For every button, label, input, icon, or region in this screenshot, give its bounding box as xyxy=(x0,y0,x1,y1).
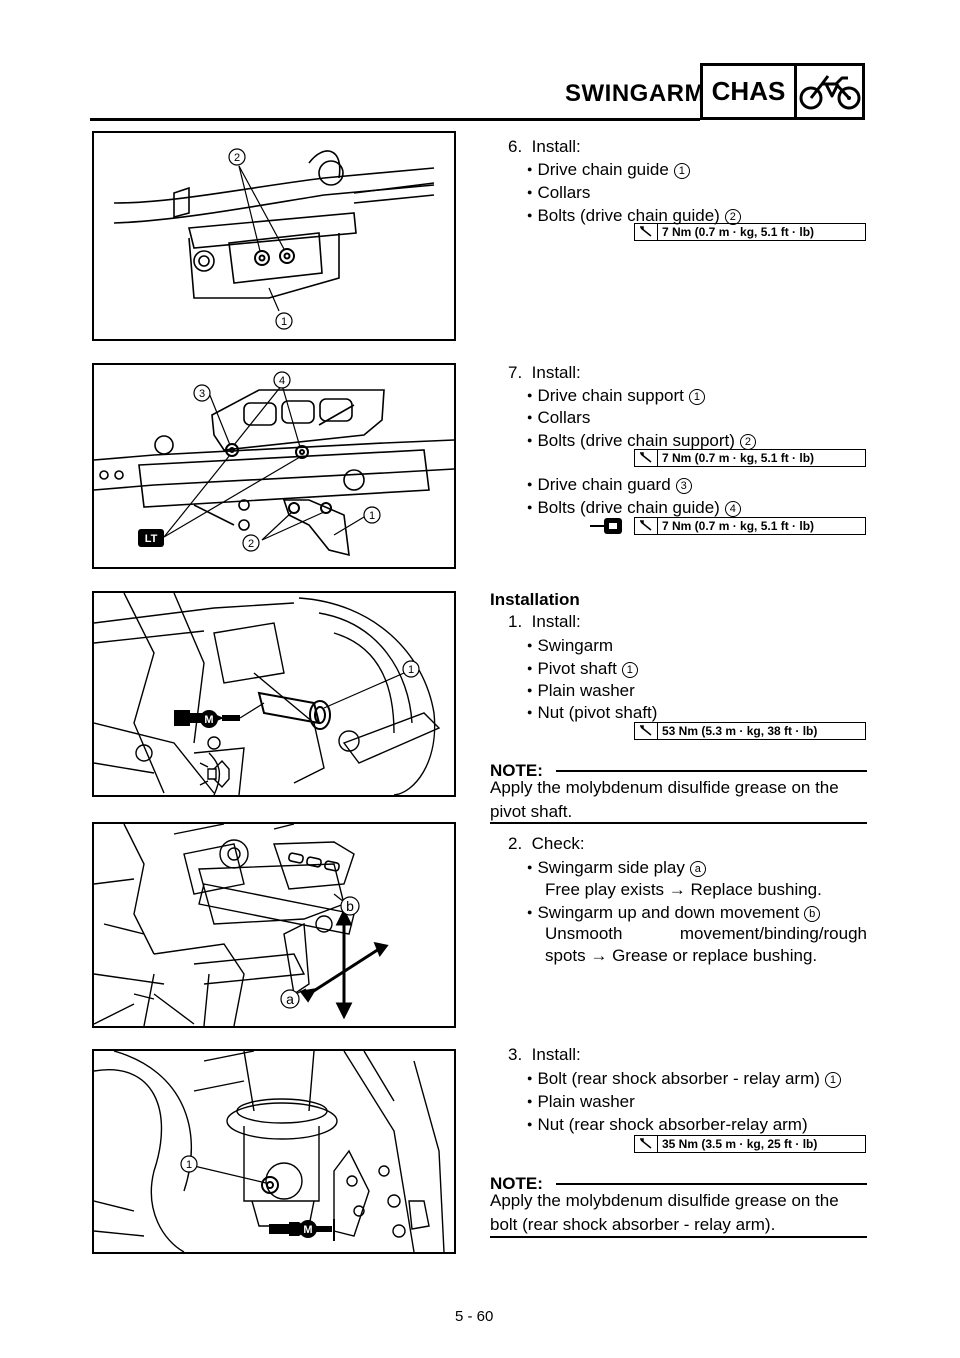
header-rule xyxy=(90,118,700,121)
figure-drive-chain-guide: 2 1 xyxy=(92,131,456,341)
torque-spec: 7 Nm (0.7 m · kg, 5.1 ft · lb) xyxy=(634,223,866,241)
note-text: Apply the molybdenum disulfide grease on… xyxy=(490,1191,839,1234)
note-text: Apply the molybdenum disulfide grease on… xyxy=(490,778,839,821)
wrench-icon xyxy=(635,723,658,739)
chapter-label: CHAS xyxy=(703,66,797,117)
callout-1: 1 xyxy=(369,510,375,522)
step-6-item: Collars xyxy=(527,180,590,205)
ref-marker: 2 xyxy=(739,434,756,450)
install-step-1-item: Nut (pivot shaft) xyxy=(527,700,657,725)
ref-marker: 1 xyxy=(621,662,638,678)
ref-marker: 1 xyxy=(688,389,705,405)
ref-marker: 1 xyxy=(673,163,690,179)
note-end-rule xyxy=(490,1236,867,1238)
step-6-heading: 6. Install: xyxy=(508,137,581,156)
install-step-3-item: Plain washer xyxy=(527,1089,634,1114)
callout-1: 1 xyxy=(186,1159,192,1171)
locktite-icon xyxy=(590,515,626,542)
torque-spec: 7 Nm (0.7 m · kg, 5.1 ft · lb) xyxy=(634,517,866,535)
install-step-3-item: Bolt (rear shock absorber - relay arm)1 xyxy=(527,1066,841,1091)
callout-2: 2 xyxy=(248,538,254,550)
install-step-1-heading: 1. Install: xyxy=(508,612,581,631)
check-result: Unsmooth movement/binding/rough xyxy=(545,924,867,943)
figure-pivot-shaft: 1 M xyxy=(92,591,456,797)
note-title: NOTE: xyxy=(490,761,543,780)
torque-spec: 53 Nm (5.3 m · kg, 38 ft · lb) xyxy=(634,722,866,740)
torque-spec: 7 Nm (0.7 m · kg, 5.1 ft · lb) xyxy=(634,449,866,467)
callout-1: 1 xyxy=(281,316,287,328)
step-7-item: Collars xyxy=(527,405,590,430)
callout-2: 2 xyxy=(234,152,240,164)
wrench-icon xyxy=(635,518,658,534)
install-step-2-heading: 2. Check: xyxy=(508,834,585,853)
callout-a: a xyxy=(286,991,294,1007)
grease-icon: M xyxy=(204,714,213,726)
figure-rear-shock-bolt: 1 M xyxy=(92,1049,456,1254)
check-result: spots → Grease or replace bushing. xyxy=(545,946,818,965)
note-end-rule xyxy=(490,822,867,824)
ref-marker: 1 xyxy=(824,1072,841,1088)
locktite-icon: LT xyxy=(145,533,158,545)
figure-swingarm-check: b a xyxy=(92,822,456,1028)
callout-1: 1 xyxy=(408,664,414,676)
callout-3: 3 xyxy=(199,388,205,400)
wrench-icon xyxy=(635,450,658,466)
page-number: 5 - 60 xyxy=(455,1308,494,1325)
ref-marker: 4 xyxy=(724,501,741,517)
ref-marker: 3 xyxy=(675,478,692,494)
step-6-item: Bolts (drive chain guide)2 xyxy=(527,203,741,228)
section-title: SWINGARM xyxy=(565,80,705,107)
callout-4: 4 xyxy=(279,375,285,387)
wrench-icon xyxy=(635,1136,658,1152)
step-7-item: Bolts (drive chain guide)4 xyxy=(527,495,741,520)
figure-drive-chain-guard: 3 4 2 1 LT xyxy=(92,363,456,569)
install-step-1-item: Swingarm xyxy=(527,633,613,658)
note-rule xyxy=(556,1183,867,1185)
note-title: NOTE: xyxy=(490,1174,543,1193)
grease-icon: M xyxy=(303,1224,312,1236)
check-result: Free play exists → Replace bushing. xyxy=(545,880,822,899)
wrench-icon xyxy=(635,224,658,240)
install-step-1-item: Plain washer xyxy=(527,678,634,703)
ref-marker: a xyxy=(689,861,706,877)
ref-marker: b xyxy=(804,906,821,922)
torque-spec: 35 Nm (3.5 m · kg, 25 ft · lb) xyxy=(634,1135,866,1153)
step-7-heading: 7. Install: xyxy=(508,363,581,382)
chapter-badge: CHAS xyxy=(700,63,865,120)
install-step-3-item: Nut (rear shock absorber-relay arm) xyxy=(527,1112,807,1137)
motorcycle-icon xyxy=(797,66,862,117)
note-rule xyxy=(556,770,867,772)
installation-heading: Installation xyxy=(490,590,580,609)
callout-b: b xyxy=(346,898,354,914)
install-step-3-heading: 3. Install: xyxy=(508,1045,581,1064)
ref-marker: 2 xyxy=(724,209,741,225)
